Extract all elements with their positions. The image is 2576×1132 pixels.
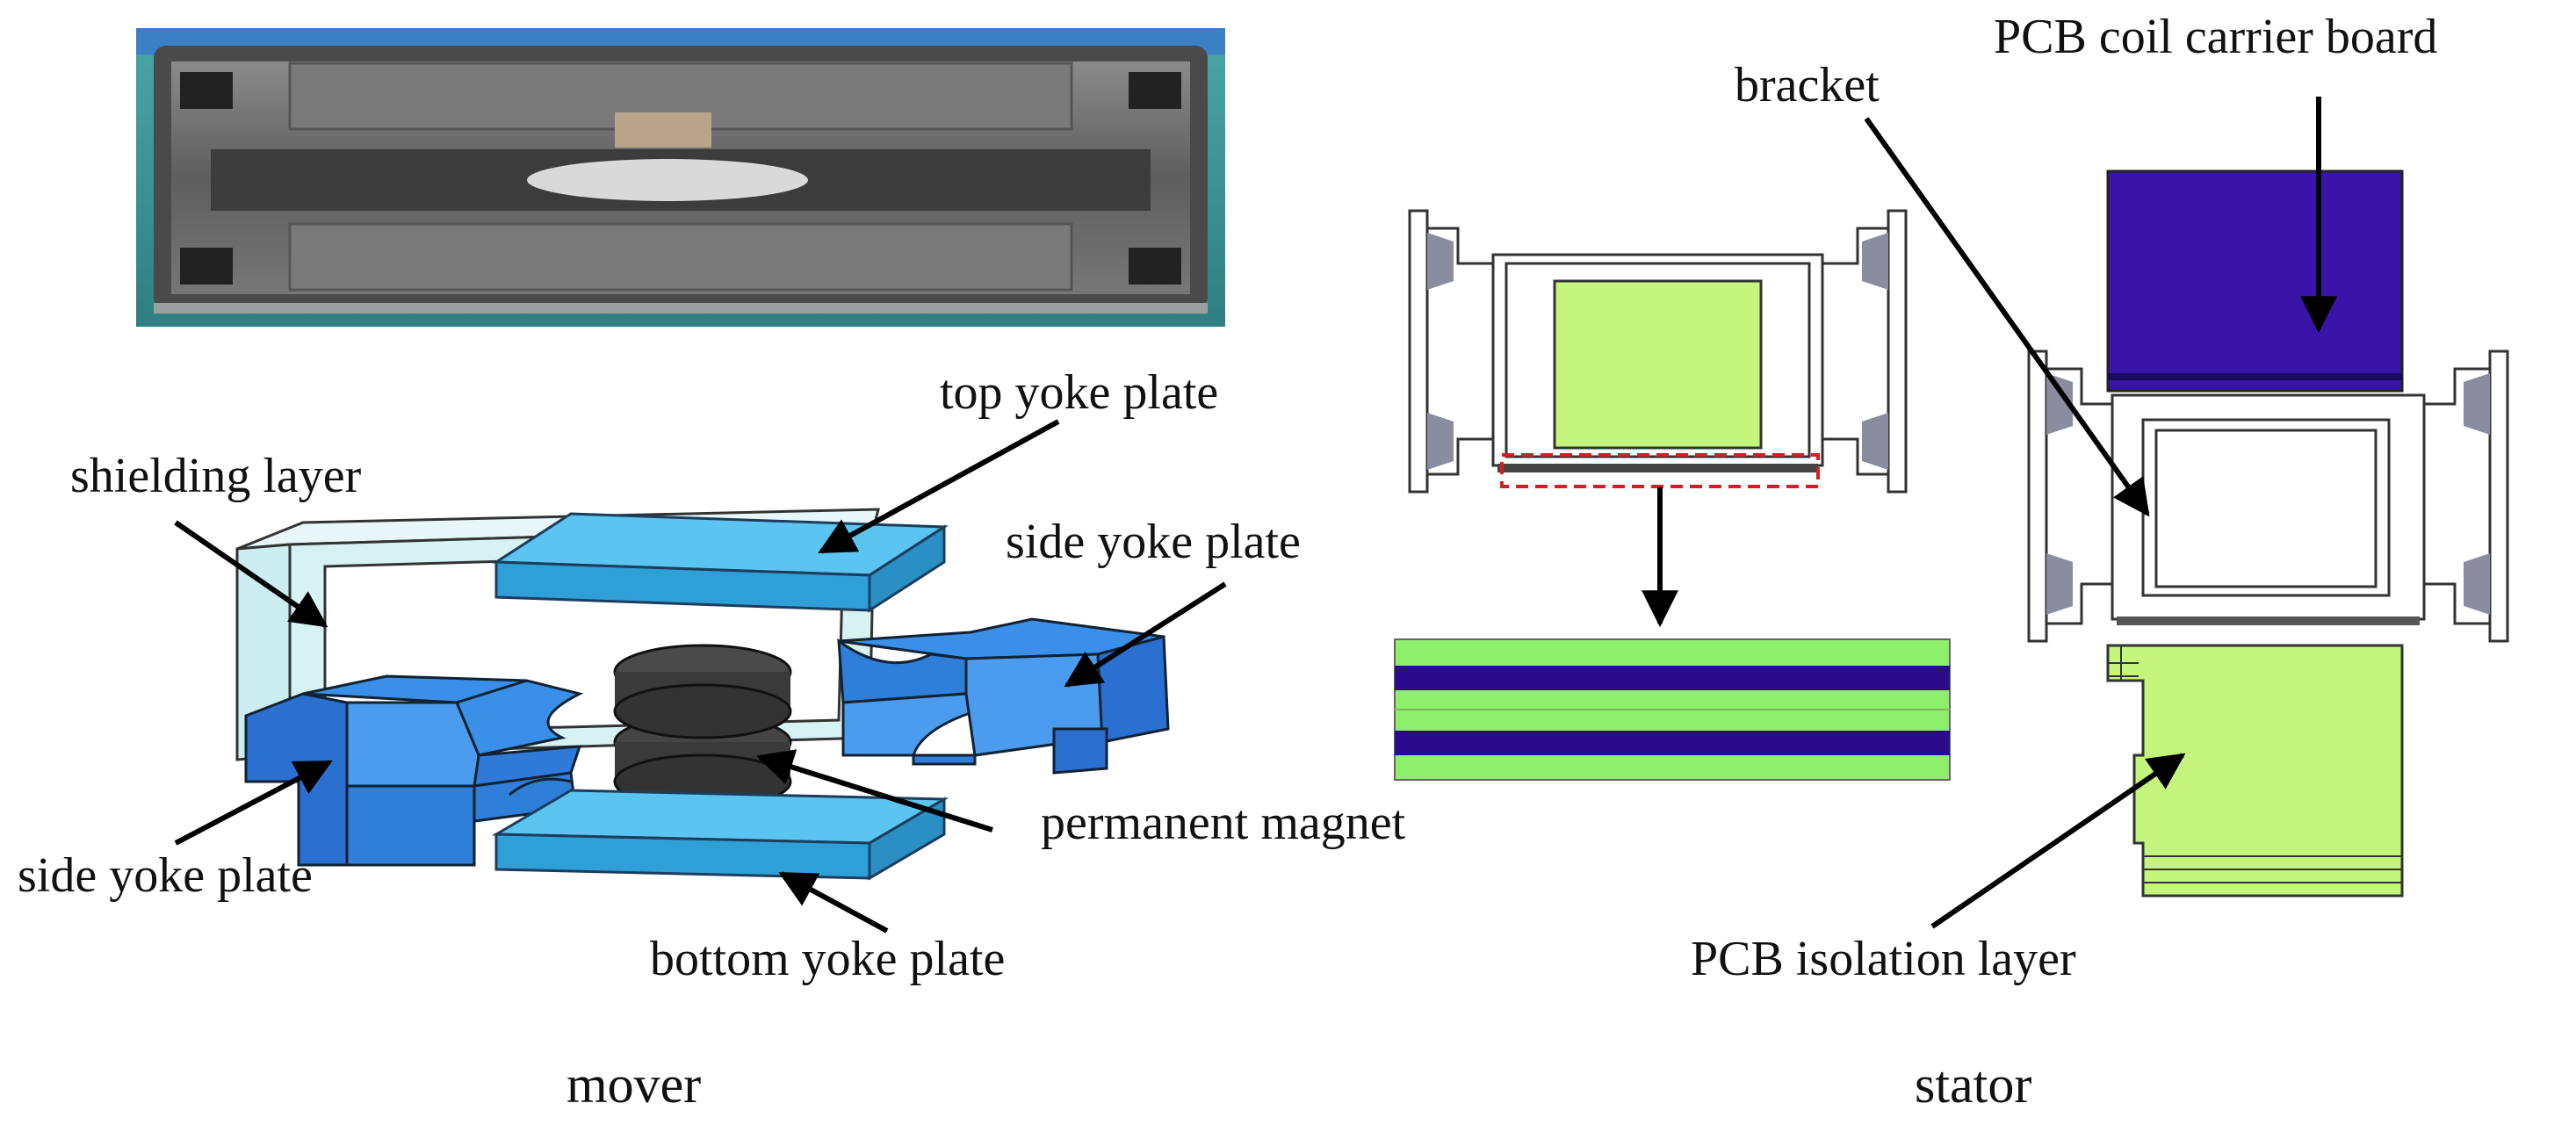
- arrow-bottom-yoke: [778, 871, 889, 934]
- pcb-panel-green: [1553, 279, 1763, 450]
- arrow-permanent-magnet: [755, 749, 993, 833]
- label-side-yoke-plate-right: side yoke plate: [1006, 515, 1301, 569]
- stator-exploded-view: [2027, 169, 2509, 898]
- permanent-magnet-part: [613, 644, 792, 810]
- label-pcb-coil-carrier-board: PCB coil carrier board: [1994, 10, 2437, 64]
- stator-front-view: [1408, 209, 1908, 494]
- caption-mover: mover: [566, 1056, 701, 1114]
- label-shielding-layer: shielding layer: [70, 449, 362, 503]
- bracket-part: [2027, 350, 2509, 643]
- pcb-coil-carrier-board-part: [2106, 169, 2404, 393]
- pcb-isolation-layer-part: [2106, 644, 2404, 898]
- label-bracket: bracket: [1735, 58, 1880, 112]
- mover-arrows: [174, 419, 1227, 934]
- label-pcb-isolation-layer: PCB isolation layer: [1691, 932, 2076, 986]
- top-yoke-plate-part: [492, 512, 949, 613]
- pcb-layer-detail: [1394, 638, 1951, 781]
- label-bottom-yoke-plate: bottom yoke plate: [650, 932, 1005, 986]
- arrow-pcb-isolation: [1930, 753, 2186, 929]
- arrow-side-yoke-left: [174, 760, 333, 846]
- caption-stator: stator: [1915, 1056, 2031, 1114]
- mover-photo: [136, 28, 1225, 327]
- right-side-yoke-plate-part: [837, 617, 1170, 775]
- arrow-top-yoke: [818, 419, 1060, 554]
- bottom-yoke-plate-part: [491, 789, 949, 881]
- dashed-highlight-box: [1500, 453, 1820, 488]
- arrow-shielding-layer: [174, 520, 328, 628]
- arrow-side-yoke-right: [1064, 581, 1227, 688]
- label-side-yoke-plate-left: side yoke plate: [18, 848, 313, 903]
- arrow-bracket: [1864, 117, 2150, 517]
- label-top-yoke-plate: top yoke plate: [940, 365, 1218, 420]
- label-permanent-magnet: permanent magnet: [1041, 796, 1406, 850]
- stator-arrows: [1864, 97, 2337, 929]
